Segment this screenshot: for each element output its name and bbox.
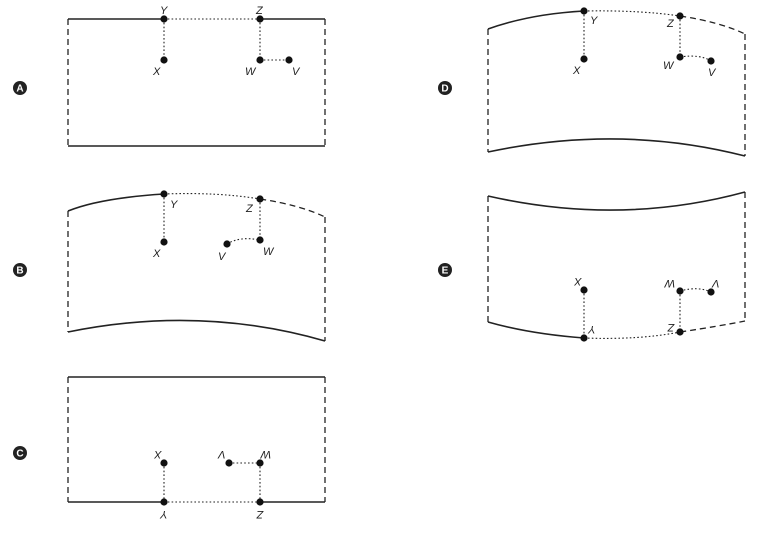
svg-text:A: A [16, 84, 23, 95]
point-w [256, 56, 264, 64]
point-y [160, 15, 168, 23]
panel-frame [67, 193, 326, 342]
panel-frame [67, 376, 326, 503]
label-z: Z [255, 508, 264, 520]
label-w: W [259, 448, 271, 460]
panel-d: D Y Z X W V [438, 7, 746, 157]
svg-text:E: E [442, 266, 449, 277]
point-w [256, 459, 264, 467]
connectors [163, 462, 261, 502]
panel-b: B Y Z X W V [13, 190, 326, 342]
svg-text:B: B [16, 266, 23, 277]
label-x: X [152, 248, 161, 260]
label-w: W [245, 66, 257, 78]
panel-e: E X W V Y Z [438, 191, 746, 342]
connectors [163, 19, 289, 61]
panel-badge: B [13, 263, 27, 277]
label-z: Z [255, 5, 264, 17]
panel-badge: E [438, 263, 452, 277]
label-x: X [574, 275, 583, 287]
point-x [160, 238, 168, 246]
svg-text:C: C [16, 449, 23, 460]
point-z [256, 498, 264, 506]
label-z: Z [245, 203, 254, 215]
point-y [160, 190, 168, 198]
point-w [676, 53, 684, 61]
label-z: Z [666, 321, 675, 333]
label-x: X [152, 66, 161, 78]
label-v: V [218, 251, 227, 263]
point-y [580, 334, 588, 342]
point-y [160, 498, 168, 506]
label-y: Y [160, 508, 168, 520]
panel-frame [67, 18, 326, 147]
point-y [580, 7, 588, 15]
label-y: Y [160, 5, 168, 17]
point-x [580, 286, 588, 294]
panel-c: C X W V Y Z [13, 376, 326, 520]
point-z [256, 15, 264, 23]
label-x: X [154, 448, 163, 460]
point-v [225, 459, 233, 467]
label-z: Z [666, 18, 675, 30]
label-v: V [217, 448, 226, 460]
label-y: Y [590, 15, 598, 27]
panel-badge: A [13, 81, 27, 95]
label-w: W [663, 60, 675, 72]
point-v [707, 57, 715, 65]
point-v [223, 240, 231, 248]
point-x [160, 56, 168, 64]
point-w [256, 236, 264, 244]
point-x [580, 55, 588, 63]
point-v [285, 56, 293, 64]
point-z [256, 195, 264, 203]
point-z [676, 12, 684, 20]
panel-a: A Y Z X W V [13, 5, 326, 147]
label-y: Y [588, 323, 596, 335]
panel-badge: C [13, 446, 27, 460]
label-w: W [263, 246, 275, 258]
label-y: Y [170, 199, 178, 211]
panel-badge: D [438, 81, 452, 95]
point-w [676, 287, 684, 295]
point-v [707, 288, 715, 296]
label-v: V [292, 66, 301, 78]
connectors [583, 11, 712, 62]
point-z [676, 328, 684, 336]
label-w: W [663, 277, 675, 289]
panel-frame [487, 191, 746, 339]
label-x: X [572, 65, 581, 77]
point-x [160, 459, 168, 467]
svg-text:D: D [441, 84, 448, 95]
connectors [163, 194, 261, 245]
connectors [583, 288, 712, 338]
panel-frame [487, 10, 746, 157]
label-v: V [711, 277, 720, 289]
label-v: V [708, 67, 717, 79]
